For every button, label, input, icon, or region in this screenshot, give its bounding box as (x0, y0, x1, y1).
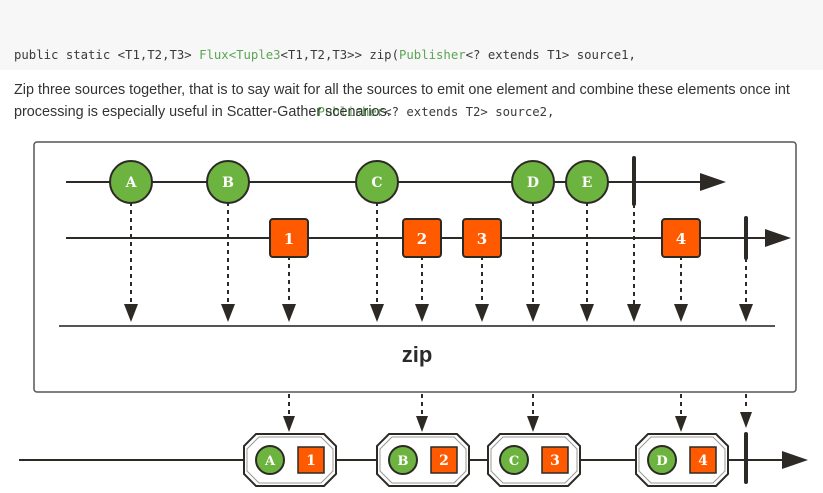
orange-square-marble (462, 218, 502, 258)
down-arrow-icon (627, 304, 641, 322)
marble-label: 1 (284, 230, 294, 248)
orange-square-marble (689, 446, 717, 474)
type-token: Publisher (399, 48, 466, 62)
down-arrow-icon (674, 304, 688, 322)
orange-square-marble (269, 218, 309, 258)
source2-marble: 3 (462, 218, 502, 258)
marble-label: B (398, 454, 409, 469)
marble-label: 2 (417, 230, 427, 248)
green-circle-marble (565, 160, 609, 204)
tuple-container-inner (638, 436, 726, 484)
down-arrow-icon (580, 304, 594, 322)
tuple-container-inner (379, 436, 467, 484)
source2-marble: 1 (269, 218, 309, 258)
marble-label: 3 (477, 230, 487, 248)
green-circle-marble (388, 445, 418, 475)
description-line-1: Zip three sources together, that is to s… (14, 82, 790, 98)
marble-label: 1 (306, 453, 316, 469)
green-circle-marble (255, 445, 285, 475)
code-token: <? extends T1> source1, (465, 48, 636, 62)
down-arrow-icon (283, 416, 295, 432)
down-arrow-icon (221, 304, 235, 322)
type-token: Publisher (317, 105, 385, 119)
source1-marble: E (565, 160, 609, 204)
green-circle-marble (647, 445, 677, 475)
marble-label: D (656, 454, 667, 469)
marble-label: C (509, 454, 519, 469)
green-circle-marble (109, 160, 153, 204)
marble-label: 4 (676, 230, 686, 248)
tuple-container-inner (246, 436, 334, 484)
orange-square-marble (402, 218, 442, 258)
orange-square-marble (297, 446, 325, 474)
code-token: public static <T1,T2,T3> (14, 48, 200, 62)
code-token: <T1,T2,T3>> zip( (280, 48, 399, 62)
orange-square-marble (430, 446, 458, 474)
down-arrow-icon (675, 416, 687, 432)
down-arrow-icon (739, 304, 753, 322)
green-circle-marble (206, 160, 250, 204)
down-arrow-icon (416, 416, 428, 432)
source1-marble: B (206, 160, 250, 204)
description-line-2: processing is especially useful in Scatt… (14, 104, 391, 120)
code-token: <? extends T2> source2, (384, 105, 555, 119)
source1-marble: D (511, 160, 555, 204)
green-circle-marble (511, 160, 555, 204)
down-arrow-icon (526, 304, 540, 322)
down-arrow-icon (124, 304, 138, 322)
source2-marble: 4 (661, 218, 701, 258)
marble-label: A (125, 175, 138, 191)
marble-label: 4 (698, 453, 708, 469)
signature-line-1: public static <T1,T2,T3> Flux<Tuple3<T1,… (14, 46, 823, 65)
source1-marble: C (355, 160, 399, 204)
operator-box (33, 141, 797, 393)
marble-label: D (527, 175, 539, 191)
output-arrow-icon (782, 451, 808, 469)
source2-arrow-icon (765, 229, 791, 247)
type-token: Flux<Tuple3 (199, 48, 281, 62)
down-arrow-icon (475, 304, 489, 322)
down-arrow-icon (370, 304, 384, 322)
marble-label: A (264, 454, 276, 469)
tuple-container-inner (490, 436, 578, 484)
marble-label: E (582, 175, 593, 191)
green-circle-marble (499, 445, 529, 475)
orange-square-marble (541, 446, 569, 474)
method-description: Zip three sources together, that is to s… (14, 79, 823, 123)
operator-label: zip (402, 342, 433, 367)
marble-label: B (222, 175, 234, 191)
down-arrow-icon (527, 416, 539, 432)
source2-marble: 2 (402, 218, 442, 258)
down-arrow-icon (282, 304, 296, 322)
marble-label: C (371, 175, 382, 191)
source1-arrow-icon (700, 173, 726, 191)
down-arrow-icon (415, 304, 429, 322)
source1-marble: A (109, 160, 153, 204)
down-arrow-icon (740, 412, 752, 428)
orange-square-marble (661, 218, 701, 258)
marble-label: 2 (439, 453, 449, 469)
marble-label: 3 (550, 453, 560, 469)
green-circle-marble (355, 160, 399, 204)
signature-line-2: Publisher<? extends T2> source2, (14, 103, 823, 122)
